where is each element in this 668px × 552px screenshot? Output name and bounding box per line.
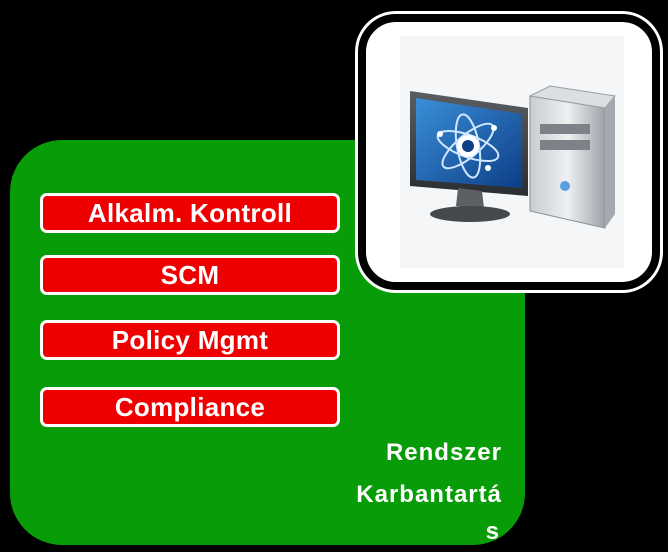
footer-line-3: s [485,518,500,545]
module-policy-mgmt: Policy Mgmt [40,320,340,360]
module-label: Compliance [114,391,266,422]
desktop-computer-icon [410,85,616,229]
computer-illustration [400,36,624,268]
atom-logo-icon [436,113,500,179]
module-label: Policy Mgmt [111,324,269,355]
module-label: SCM [160,259,220,290]
footer-caption: Rendszer Karbantartá s [270,432,502,548]
module-label: Alkalm. Kontroll [87,197,293,228]
footer-line-1: Rendszer [385,439,502,466]
footer-line-2: Karbantartá [356,481,502,508]
module-alkalm-kontroll: Alkalm. Kontroll [40,193,340,233]
module-compliance: Compliance [40,387,340,427]
module-scm: SCM [40,255,340,295]
